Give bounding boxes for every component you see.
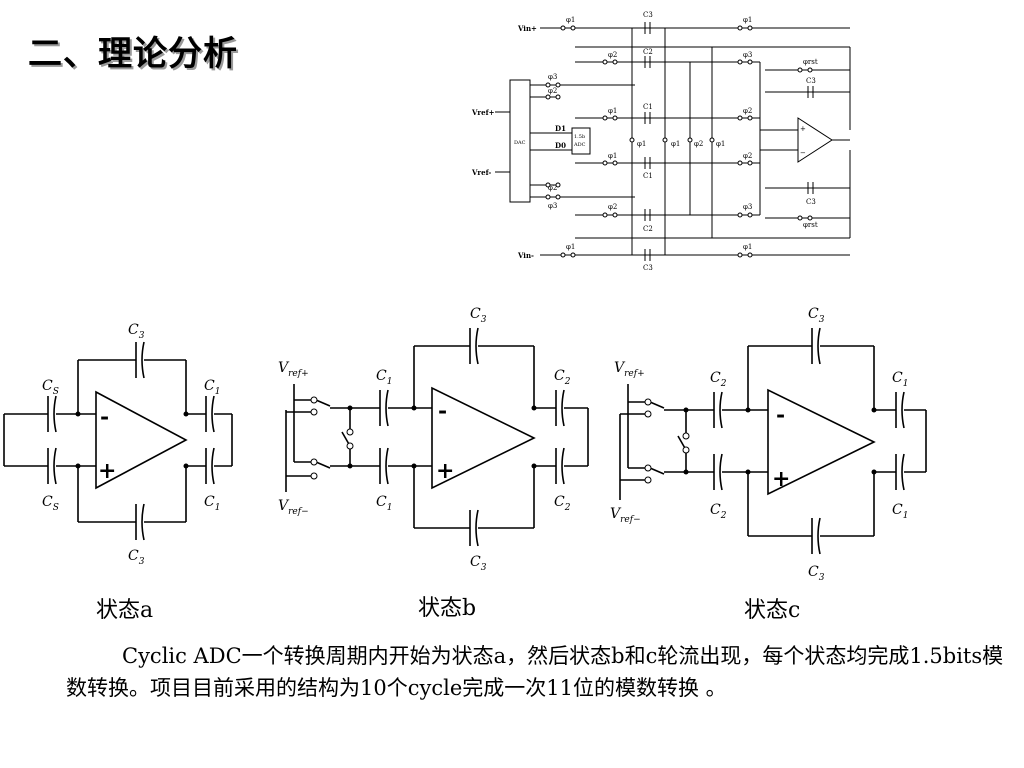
dac-block bbox=[509, 79, 531, 203]
caption-state-b: 状态b bbox=[418, 596, 477, 621]
phi3-label: φ3 bbox=[743, 203, 752, 211]
caption-state-a: 状态a bbox=[96, 598, 154, 623]
c3-top-a: C3 bbox=[128, 322, 145, 341]
opamp-b bbox=[431, 386, 536, 490]
d1-label: D1 bbox=[555, 124, 566, 133]
c2-bottom-b: C2 bbox=[554, 494, 571, 513]
c3-label: C3 bbox=[643, 264, 653, 272]
phi2-label: φ2 bbox=[743, 107, 752, 115]
c3-top-b: C3 bbox=[470, 306, 487, 325]
opamp-c bbox=[767, 388, 876, 496]
adc-block bbox=[571, 127, 591, 155]
vref-plus-b: Vref+ bbox=[278, 360, 309, 379]
vin-plus-label: Vin+ bbox=[517, 24, 537, 33]
opamp-plus: + bbox=[800, 125, 806, 133]
opamp-c-minus: - bbox=[776, 402, 785, 428]
c1-bottom-c: C1 bbox=[892, 502, 908, 521]
c2-top-c: C2 bbox=[710, 370, 727, 389]
phi1-label: φ1 bbox=[743, 16, 752, 24]
phi1-label: φ1 bbox=[608, 152, 617, 160]
phi1-label: φ1 bbox=[716, 140, 725, 148]
cs-top-a: CS bbox=[42, 378, 59, 397]
page-title: 二、理论分析 bbox=[28, 34, 238, 74]
opamp-c-plus: + bbox=[772, 466, 790, 492]
c1-bottom-a: C1 bbox=[204, 494, 220, 513]
phi2-label: φ2 bbox=[608, 203, 617, 211]
vref-minus-c: Vref− bbox=[610, 506, 641, 525]
top-opamp bbox=[797, 117, 833, 163]
c2-top-b: C2 bbox=[554, 368, 571, 387]
description-paragraph: Cyclic ADC一个转换周期内开始为状态a，然后状态b和c轮流出现，每个状态… bbox=[66, 644, 1004, 700]
c2-label: C2 bbox=[643, 48, 653, 56]
opamp-minus: − bbox=[800, 149, 806, 157]
phi1-label: φ1 bbox=[743, 243, 752, 251]
caption-state-c: 状态c bbox=[744, 598, 801, 623]
c3-label: C3 bbox=[806, 77, 816, 85]
vref-plus-label: Vref+ bbox=[471, 108, 495, 117]
top-switches bbox=[545, 25, 813, 258]
phi1-label: φ1 bbox=[566, 16, 575, 24]
c1-bottom-b: C1 bbox=[376, 494, 392, 513]
c1-top-b: C1 bbox=[376, 368, 392, 387]
c1-top-a: C1 bbox=[204, 378, 220, 397]
opamp-a-minus: - bbox=[100, 404, 109, 430]
vref-minus-b: Vref− bbox=[278, 498, 309, 517]
dac-label: DAC bbox=[514, 140, 526, 146]
c1-label: C1 bbox=[643, 172, 653, 180]
opamp-a bbox=[95, 390, 188, 490]
c1-label: C1 bbox=[643, 103, 653, 111]
phi1-label: φ1 bbox=[671, 140, 680, 148]
phi2-label: φ2 bbox=[548, 184, 557, 192]
c3-top-c: C3 bbox=[808, 306, 825, 325]
c2-label: C2 bbox=[643, 225, 653, 233]
phi3-label: φ3 bbox=[743, 51, 752, 59]
c3-bottom-b: C3 bbox=[470, 554, 487, 573]
phi-rst-label: φrst bbox=[803, 58, 818, 66]
phi-rst-label: φrst bbox=[803, 221, 818, 229]
opamp-a-plus: + bbox=[98, 458, 116, 484]
phi2-label: φ2 bbox=[548, 87, 557, 95]
top-capacitors bbox=[644, 22, 814, 261]
adc-label-line1: 1.5b bbox=[574, 134, 585, 140]
d0-label: D0 bbox=[555, 141, 566, 150]
cs-bottom-a: CS bbox=[42, 494, 59, 513]
vref-plus-c: Vref+ bbox=[614, 360, 645, 379]
c1-top-c: C1 bbox=[892, 370, 908, 389]
vref-minus-label: Vref- bbox=[471, 168, 491, 177]
c3-bottom-a: C3 bbox=[128, 548, 145, 567]
c3-label: C3 bbox=[643, 11, 653, 19]
phi1-label: φ1 bbox=[566, 243, 575, 251]
phi1-label: φ1 bbox=[637, 140, 646, 148]
c3-label: C3 bbox=[806, 198, 816, 206]
phi2-label: φ2 bbox=[743, 152, 752, 160]
phi2-label: φ2 bbox=[608, 51, 617, 59]
phi2-label: φ2 bbox=[694, 140, 703, 148]
adc-label-line2: ADC bbox=[573, 142, 586, 148]
opamp-b-plus: + bbox=[436, 458, 454, 484]
c2-bottom-c: C2 bbox=[710, 502, 727, 521]
c3-bottom-c: C3 bbox=[808, 564, 825, 583]
opamp-b-minus: - bbox=[438, 398, 447, 424]
phi3-label: φ3 bbox=[548, 73, 557, 81]
phi3-label: φ3 bbox=[548, 202, 557, 210]
vin-minus-label: Vin- bbox=[517, 251, 534, 260]
phi1-label: φ1 bbox=[608, 107, 617, 115]
